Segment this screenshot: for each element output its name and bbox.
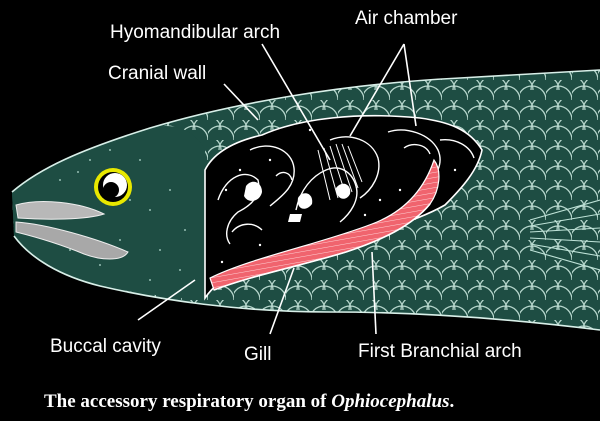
leader-cranial-wall bbox=[223, 83, 259, 121]
figure-caption: The accessory respiratory organ of Ophio… bbox=[44, 391, 454, 412]
label-first-branchial-arch: First Branchial arch bbox=[358, 341, 522, 362]
caption-text: The accessory respiratory organ of bbox=[44, 391, 331, 412]
leader-gill bbox=[269, 267, 295, 335]
leader-air-chamber-a bbox=[349, 43, 405, 137]
eye-icon bbox=[94, 168, 132, 206]
first-branchial-arch-edge bbox=[213, 203, 431, 291]
label-hyomandibular-arch: Hyomandibular arch bbox=[110, 22, 280, 43]
leader-lines bbox=[137, 43, 417, 335]
leader-hyomandibular bbox=[261, 43, 331, 161]
leader-first-branchial bbox=[371, 251, 377, 335]
air-chamber bbox=[204, 114, 483, 301]
caption-end: . bbox=[449, 391, 454, 412]
jaws bbox=[15, 201, 129, 260]
label-buccal-cavity: Buccal cavity bbox=[50, 336, 161, 357]
label-cranial-wall: Cranial wall bbox=[108, 63, 206, 84]
fin-rays bbox=[529, 199, 600, 271]
label-air-chamber: Air chamber bbox=[355, 8, 458, 29]
leader-buccal-cavity bbox=[137, 279, 196, 321]
caption-genus: Ophiocephalus bbox=[331, 391, 449, 412]
label-gill: Gill bbox=[244, 344, 271, 365]
leader-air-chamber-b bbox=[403, 43, 417, 127]
